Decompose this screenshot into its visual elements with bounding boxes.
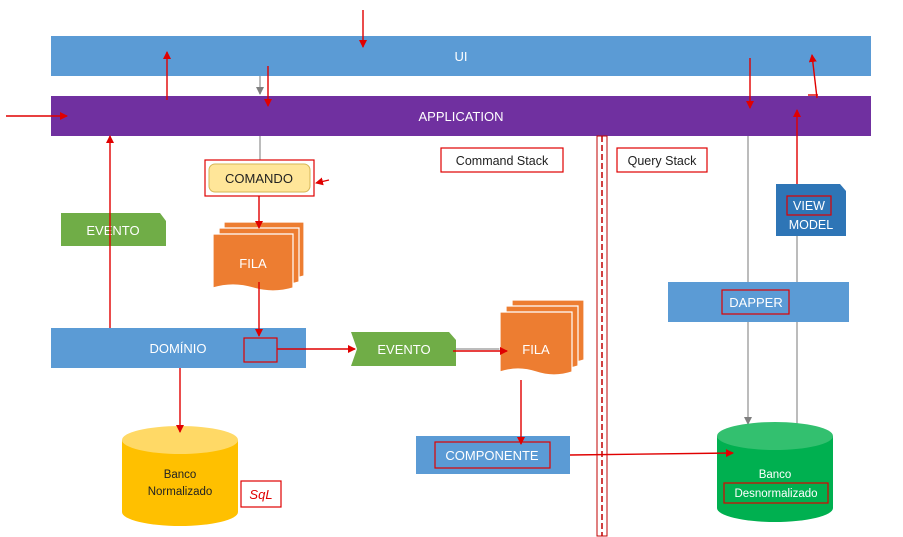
application-label: APPLICATION bbox=[418, 109, 503, 124]
fila-left-shape: FILA bbox=[212, 221, 305, 292]
svg-text:Query Stack: Query Stack bbox=[628, 154, 698, 168]
banco-normalizado-cylinder: Banco Normalizado bbox=[122, 426, 238, 526]
svg-text:MODEL: MODEL bbox=[789, 218, 834, 232]
dapper-box: DAPPER bbox=[668, 282, 849, 322]
application-layer: APPLICATION bbox=[51, 96, 871, 136]
query-stack-label: Query Stack bbox=[616, 147, 708, 173]
svg-text:Desnormalizado: Desnormalizado bbox=[734, 488, 817, 500]
svg-text:COMANDO: COMANDO bbox=[225, 171, 293, 186]
red-annotation-arrows bbox=[6, 10, 818, 458]
svg-text:FILA: FILA bbox=[239, 256, 267, 271]
svg-text:EVENTO: EVENTO bbox=[377, 342, 430, 357]
stack-separator bbox=[596, 135, 608, 537]
ui-layer: UI bbox=[51, 36, 871, 76]
sql-note: SqL bbox=[240, 480, 282, 508]
command-stack-label: Command Stack bbox=[440, 147, 564, 173]
fila-mid-shape: FILA bbox=[499, 299, 585, 376]
comando-box: COMANDO bbox=[204, 159, 315, 197]
dominio-box: DOMÍNIO bbox=[51, 328, 306, 368]
dominio-annotation-box bbox=[243, 337, 278, 363]
svg-text:FILA: FILA bbox=[522, 342, 550, 357]
componente-box: COMPONENTE bbox=[416, 436, 570, 474]
svg-text:DAPPER: DAPPER bbox=[729, 295, 782, 310]
svg-text:EVENTO: EVENTO bbox=[86, 223, 139, 238]
ui-label: UI bbox=[455, 49, 468, 64]
view-model-shape: VIEW MODEL bbox=[776, 184, 846, 236]
svg-text:Normalizado: Normalizado bbox=[148, 486, 213, 498]
svg-text:DOMÍNIO: DOMÍNIO bbox=[149, 341, 206, 356]
banco-desnormalizado-cylinder: Banco Desnormalizado bbox=[717, 422, 833, 522]
svg-text:VIEW: VIEW bbox=[793, 199, 825, 213]
svg-text:COMPONENTE: COMPONENTE bbox=[445, 448, 539, 463]
evento-mid-shape: EVENTO bbox=[351, 332, 456, 366]
grey-connectors bbox=[256, 76, 798, 425]
svg-text:Banco: Banco bbox=[759, 469, 792, 481]
svg-text:SqL: SqL bbox=[249, 487, 272, 502]
svg-text:Command Stack: Command Stack bbox=[456, 154, 549, 168]
evento-left-shape: EVENTO bbox=[61, 213, 166, 246]
svg-text:Banco: Banco bbox=[164, 469, 197, 481]
